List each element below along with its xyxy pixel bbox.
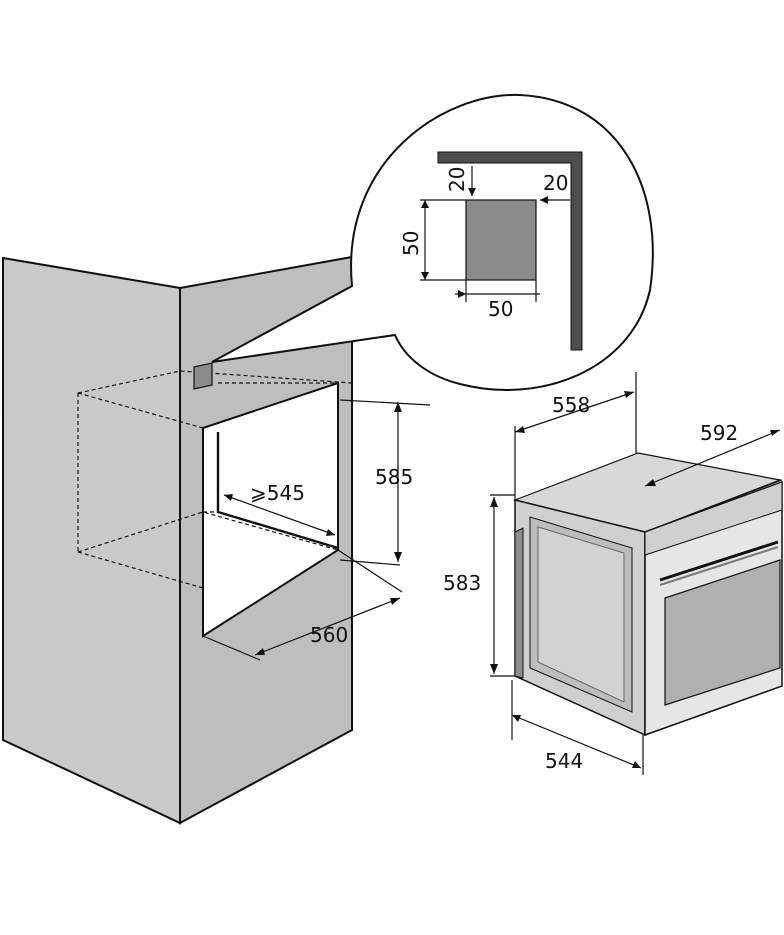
- detail-vent-square: [465, 199, 537, 281]
- oven-depth-label: 558: [552, 393, 590, 417]
- niche-cavity-outline: [77, 370, 353, 589]
- oven: [512, 452, 783, 737]
- callout-bubble: [211, 93, 654, 391]
- vent-square: [193, 362, 213, 390]
- niche-dimensions: ⩾545 585 560: [202, 399, 431, 661]
- oven-body-width-label: 544: [545, 749, 583, 773]
- niche-width-label: 560: [310, 623, 348, 647]
- niche-height-label: 585: [375, 465, 413, 489]
- oven-control-strip: [644, 481, 783, 556]
- detail-height-label: 50: [399, 231, 423, 256]
- detail-top-label: 20: [445, 167, 469, 192]
- cabinet: [2, 255, 353, 825]
- oven-height-label: 583: [443, 571, 481, 595]
- detail-callout: 20 20 50 50: [211, 93, 654, 391]
- oven-dimensions: 558 592 583 544: [443, 372, 781, 775]
- cabinet-left-panel: [2, 256, 181, 825]
- detail-right-label: 20: [543, 171, 568, 195]
- niche-depth-label: ⩾545: [250, 481, 305, 505]
- oven-side-rail: [514, 527, 524, 679]
- cabinet-corner-section: [437, 151, 583, 351]
- detail-width-label: 50: [488, 297, 513, 321]
- oven-handle: [659, 540, 779, 582]
- oven-width-label: 592: [700, 421, 738, 445]
- oven-window: [664, 559, 781, 706]
